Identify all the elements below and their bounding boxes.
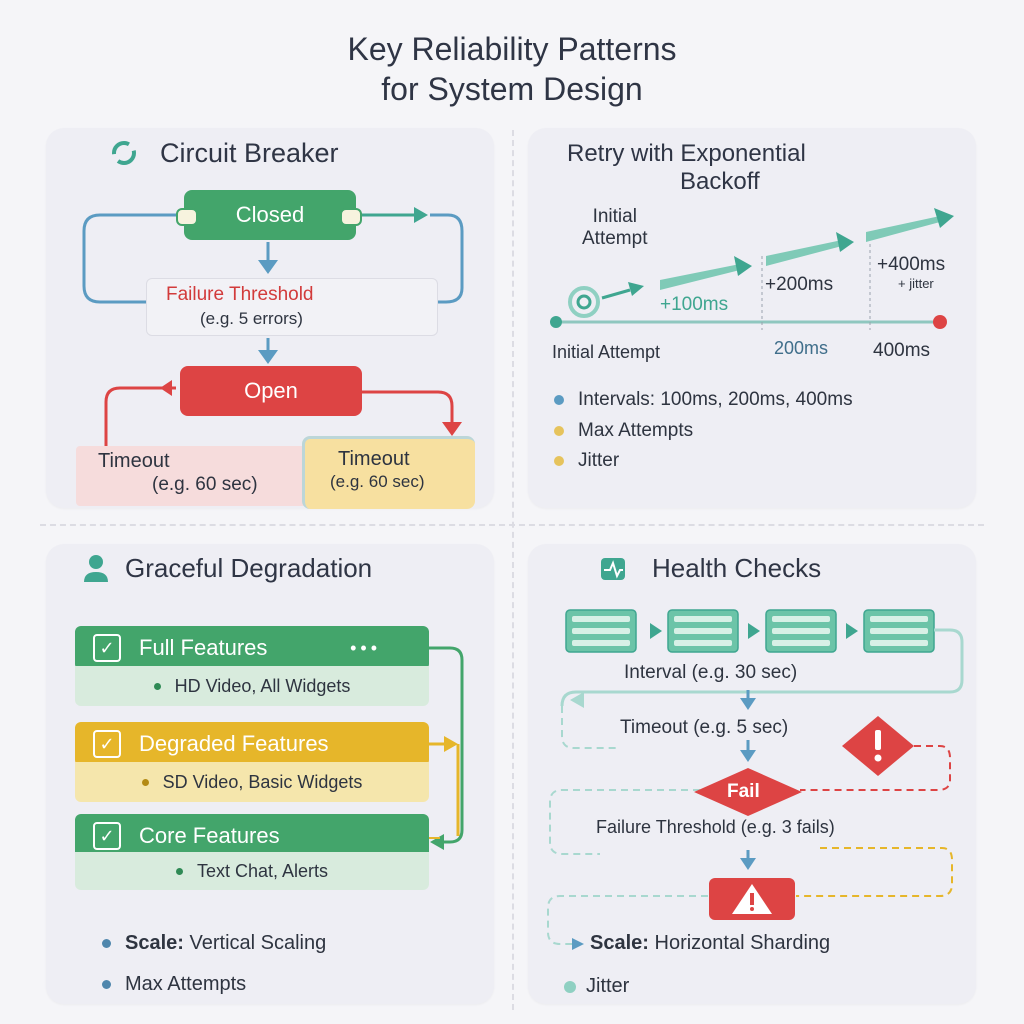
bullet-dot	[102, 980, 111, 990]
timeout-right-box	[302, 436, 475, 509]
initial-attempt-top-label: Initial Attempt	[582, 206, 648, 249]
bullet-dot	[554, 425, 564, 436]
health-scale: Scale: Horizontal Sharding	[590, 932, 831, 954]
bullet-dot	[141, 778, 149, 786]
retry-step1-label: +100ms	[660, 294, 729, 315]
tier-degraded: ✓ Degraded Features	[75, 722, 429, 766]
retry-step3-label: +400ms	[877, 254, 946, 275]
timeout-left-box	[76, 446, 306, 506]
bullet-dot	[554, 455, 564, 466]
degradation-scale: Scale: Vertical Scaling	[102, 932, 326, 955]
health-failure-threshold-label: Failure Threshold (e.g. 3 fails)	[596, 817, 835, 837]
retry-heading-line1: Retry with Exponential	[567, 140, 806, 167]
failure-threshold-box	[146, 278, 438, 336]
retry-step2-label: +200ms	[765, 274, 834, 295]
bullet-dot	[554, 394, 564, 405]
health-fail-label: Fail	[727, 781, 760, 802]
circuit-breaker-heading: Circuit Breaker	[160, 138, 339, 168]
more-icon: •••	[350, 637, 381, 658]
retry-step3-note: + jitter	[898, 276, 934, 291]
page-title-line1: Key Reliability Patterns	[347, 31, 677, 67]
check-icon: ✓	[93, 822, 121, 850]
closed-knob-left	[176, 208, 198, 226]
failure-threshold-label: Failure Threshold	[166, 284, 314, 305]
retry-axis-start: Initial Attempt	[552, 342, 661, 362]
retry-heading-line2: Backoff	[680, 168, 760, 195]
closed-state-node: Closed	[184, 190, 356, 240]
tier-degraded-label: Degraded Features	[139, 731, 329, 756]
vertical-divider	[512, 130, 514, 1010]
retry-bullet-3: Jitter	[554, 450, 619, 472]
tier-full-label: Full Features	[139, 635, 268, 660]
check-icon: ✓	[93, 730, 121, 758]
timeout-right-label: Timeout	[338, 448, 410, 470]
open-state-node: Open	[180, 366, 362, 416]
degradation-max-attempts: Max Attempts	[102, 973, 246, 996]
retry-axis-end: 400ms	[873, 340, 931, 361]
closed-state-label: Closed	[235, 202, 305, 227]
tier-full-detail-row: HD Video, All Widgets	[75, 666, 429, 706]
bullet-dot	[153, 682, 161, 690]
tier-core-label: Core Features	[139, 823, 280, 848]
horizontal-divider	[40, 524, 984, 526]
timeout-right-example: (e.g. 60 sec)	[330, 472, 425, 491]
timeout-left-example: (e.g. 60 sec)	[152, 474, 258, 495]
health-interval-label: Interval (e.g. 30 sec)	[624, 662, 798, 683]
health-timeout-label: Timeout (e.g. 5 sec)	[620, 717, 789, 738]
page-title-line2: for System Design	[381, 71, 643, 107]
bullet-dot	[102, 939, 111, 949]
health-heading: Health Checks	[652, 553, 822, 583]
retry-panel	[528, 128, 976, 508]
retry-axis-mid: 200ms	[774, 338, 829, 358]
retry-bullet-1: Intervals: 100ms, 200ms, 400ms	[554, 389, 853, 411]
bullet-dot	[175, 867, 183, 875]
health-jitter: Jitter	[586, 975, 630, 997]
tier-core-detail-row: Text Chat, Alerts	[75, 852, 429, 890]
retry-bullet-2: Max Attempts	[554, 420, 693, 442]
tier-full: ✓ Full Features •••	[75, 626, 429, 670]
timeout-left-label: Timeout	[98, 450, 170, 472]
degradation-heading: Graceful Degradation	[125, 553, 373, 583]
closed-knob-right	[340, 208, 362, 226]
failure-threshold-example: (e.g. 5 errors)	[200, 309, 303, 328]
tier-core: ✓ Core Features	[75, 814, 429, 858]
tier-degraded-detail-row: SD Video, Basic Widgets	[75, 762, 429, 802]
open-state-label: Open	[244, 378, 298, 403]
check-icon: ✓	[93, 634, 121, 662]
